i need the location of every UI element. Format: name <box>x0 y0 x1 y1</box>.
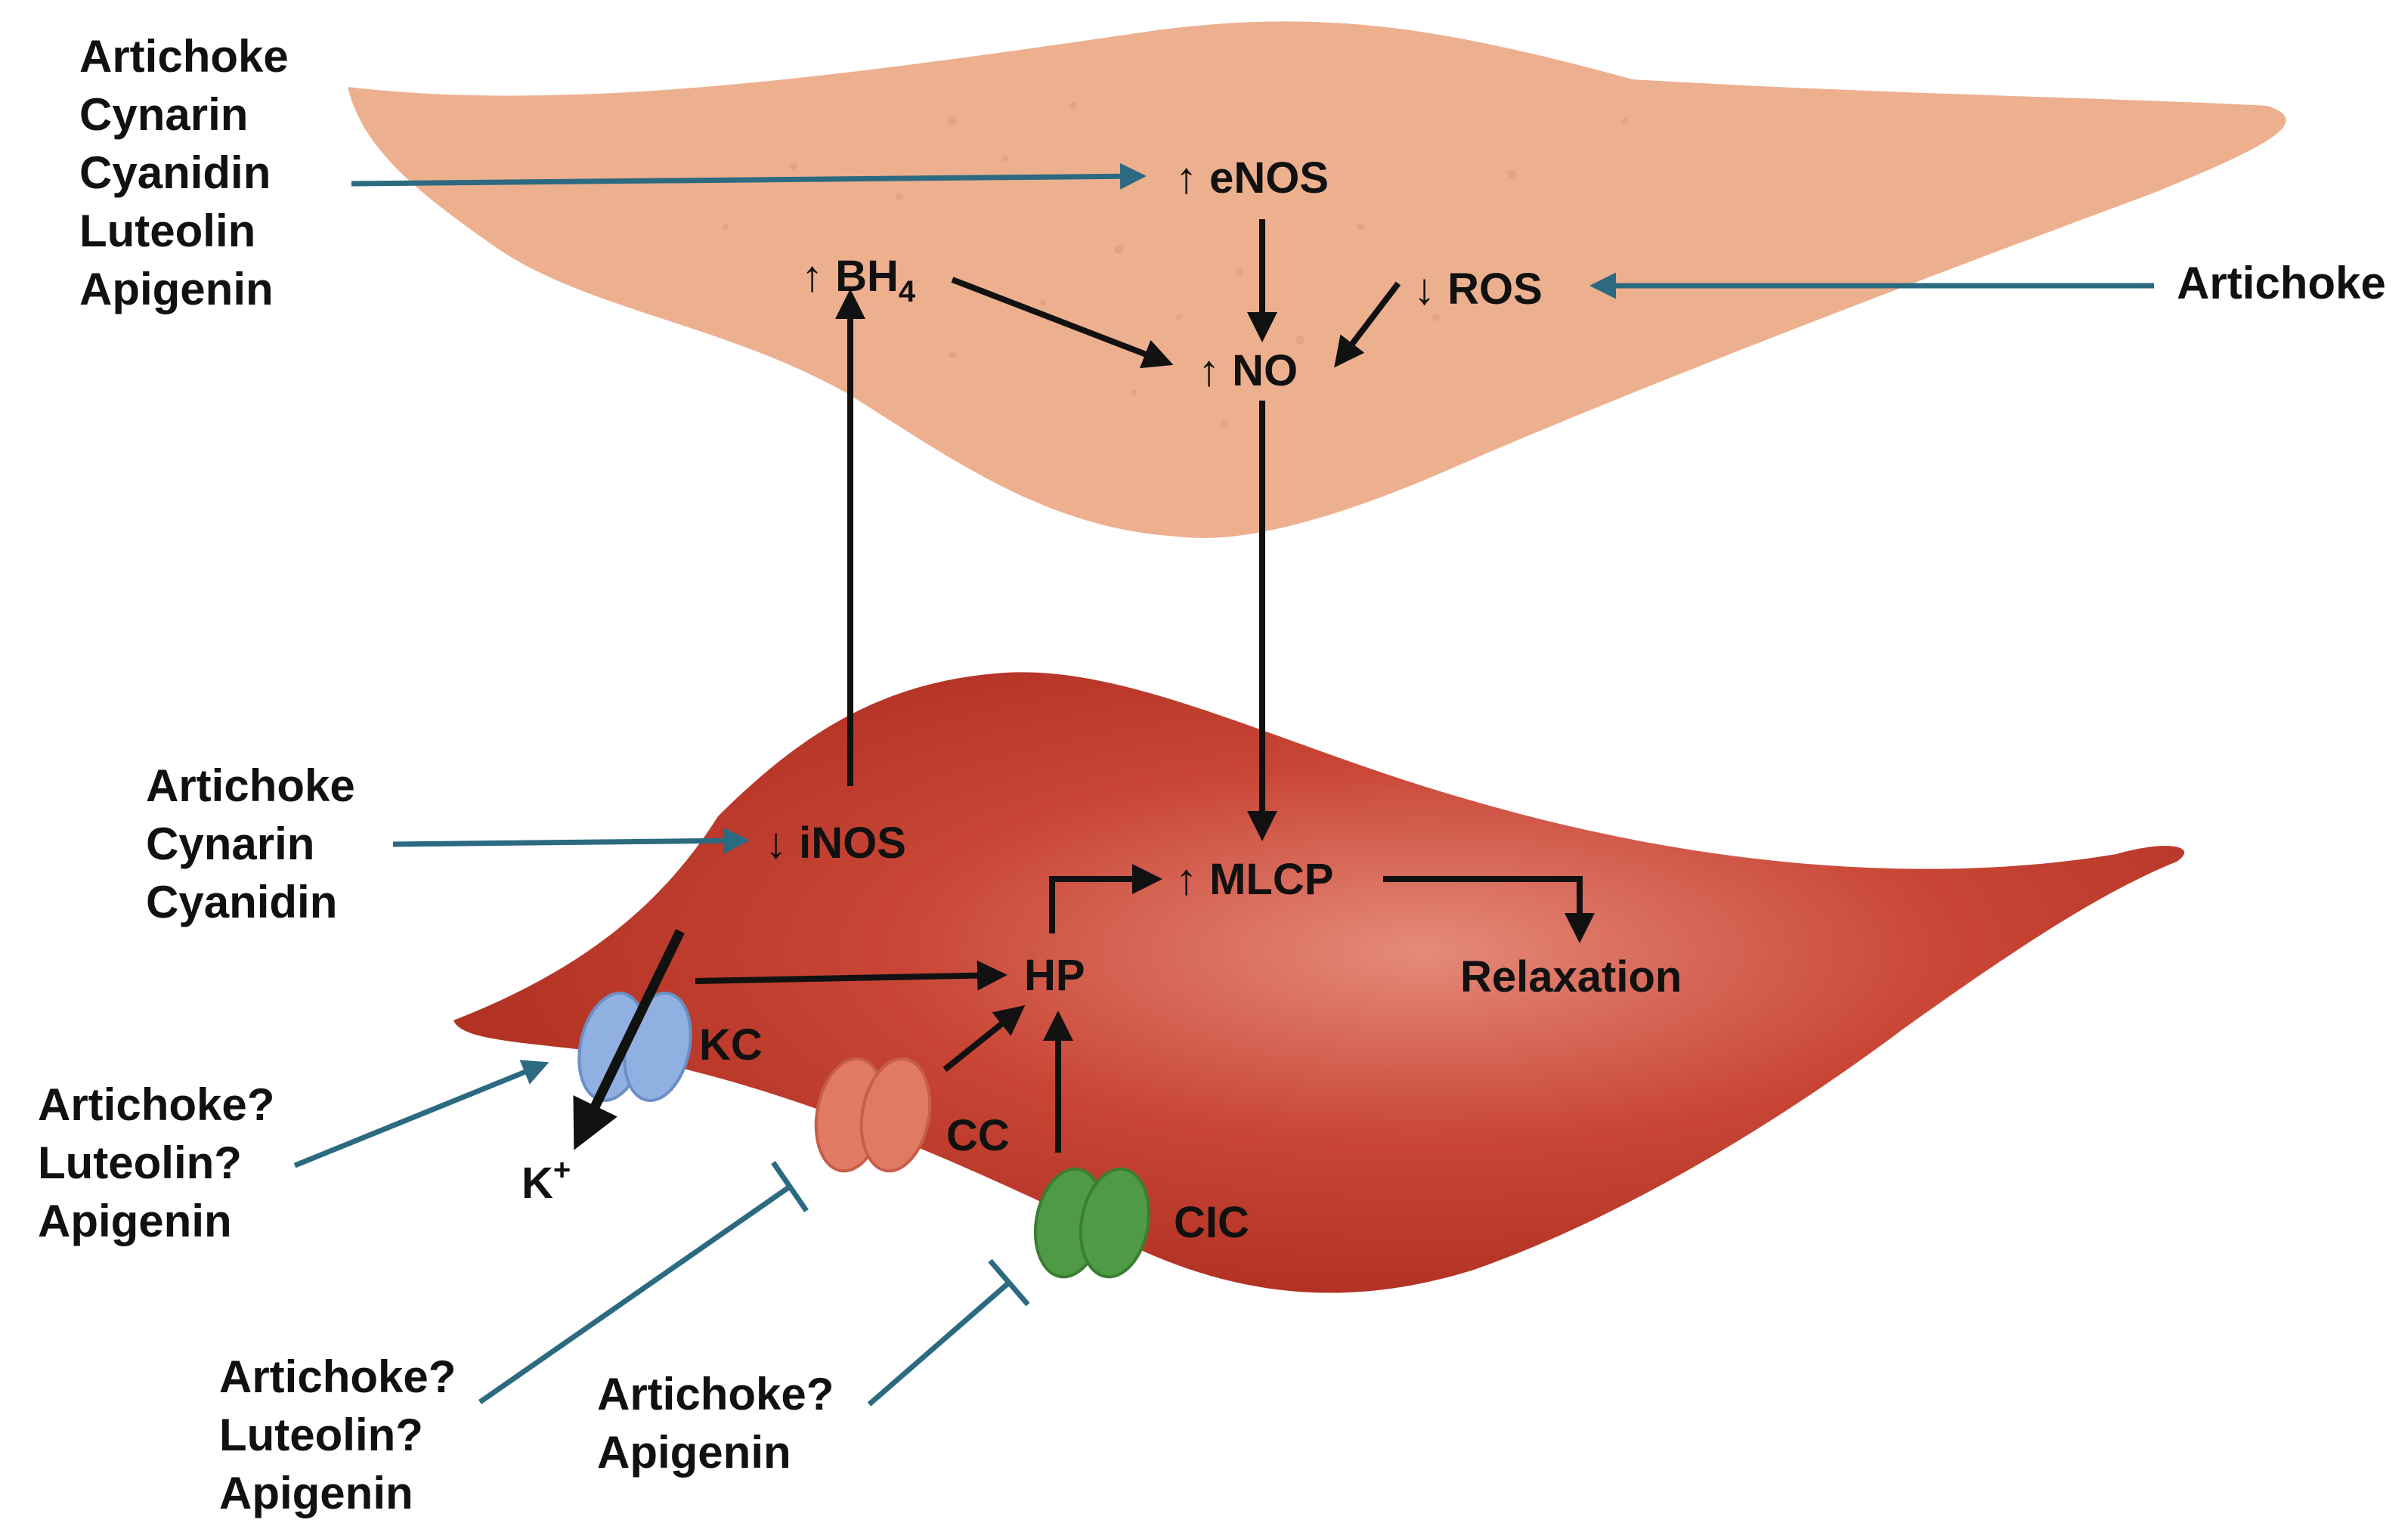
modulator-inhibit-cc-bar <box>771 1161 809 1212</box>
label-inos: ↓ iNOS <box>765 819 906 868</box>
smooth-muscle-cell <box>453 672 2185 1293</box>
arrow-k-efflux <box>573 929 685 1150</box>
arrow-mlcp-to-relaxation <box>1383 876 1595 943</box>
label-relaxation: Relaxation <box>1460 952 1682 1001</box>
modulator-cc-0: Artichoke? <box>219 1351 456 1402</box>
modulator-arrows <box>293 163 2154 1407</box>
label-bh4-subscript: 4 <box>899 275 916 308</box>
modulators-cc: Artichoke? Luteolin? Apigenin <box>219 1351 456 1518</box>
modulator-cic-1: Apigenin <box>597 1427 791 1478</box>
arrow-hp-to-mlcp <box>1049 864 1162 933</box>
modulator-kc-2: Apigenin <box>38 1196 232 1246</box>
modulator-arrow-inos <box>392 827 750 854</box>
modulator-inhibit-cic-bar <box>988 1258 1030 1307</box>
modulators-kc: Artichoke? Luteolin? Apigenin <box>38 1079 274 1246</box>
arrow-bh4-to-no <box>951 277 1174 369</box>
arrow-kc-to-hp <box>695 960 1007 991</box>
modulator-cc-2: Apigenin <box>219 1468 413 1518</box>
label-mlcp: ↑ MLCP <box>1175 855 1333 904</box>
endothelial-cell <box>348 21 2286 538</box>
modulator-enos-4: Apigenin <box>79 264 274 314</box>
modulator-enos-2: Cyanidin <box>79 147 271 198</box>
modulator-arrow-enos <box>351 163 1147 190</box>
modulators-enos: Artichoke Cynarin Cyanidin Luteolin Apig… <box>79 31 289 314</box>
label-enos: ↑ eNOS <box>1175 153 1329 203</box>
label-k-ion-charge: + <box>553 1153 571 1187</box>
label-cc: CC <box>946 1111 1010 1160</box>
ca-channel <box>814 1057 932 1173</box>
pathway-arrows <box>573 219 1595 1153</box>
modulators-ros: Artichoke <box>2177 258 2386 308</box>
modulator-kc-0: Artichoke? <box>38 1079 274 1130</box>
modulator-ros-0: Artichoke <box>2177 258 2386 308</box>
label-no: ↑ NO <box>1198 346 1298 395</box>
modulators-inos: Artichoke Cynarin Cyanidin <box>146 760 355 927</box>
modulator-inos-2: Cyanidin <box>146 877 337 927</box>
modulators-cic: Artichoke? Apigenin <box>597 1369 834 1478</box>
cl-channel <box>1033 1167 1151 1279</box>
modulator-inos-0: Artichoke <box>146 760 355 811</box>
modulator-inhibit-cc <box>478 1184 791 1404</box>
arrow-ros-to-no <box>1334 281 1401 368</box>
modulator-inos-1: Cynarin <box>146 819 314 869</box>
modulator-enos-1: Cynarin <box>79 89 248 140</box>
label-ros: ↓ ROS <box>1413 265 1543 314</box>
label-kc: KC <box>699 1020 763 1069</box>
modulator-cc-1: Luteolin? <box>219 1410 423 1460</box>
arrow-cc-to-hp <box>942 1005 1026 1073</box>
endothelial-texture <box>723 102 1628 427</box>
label-cic: CIC <box>1174 1198 1249 1247</box>
label-bh4: ↑ BH4 <box>801 252 916 308</box>
modulator-cic-0: Artichoke? <box>597 1369 834 1419</box>
modulator-arrow-kc <box>293 1060 549 1168</box>
modulator-enos-0: Artichoke <box>79 31 289 82</box>
label-hp: HP <box>1024 951 1085 1000</box>
modulator-inhibit-cic <box>867 1280 1011 1407</box>
modulator-enos-3: Luteolin <box>79 206 255 256</box>
modulator-kc-1: Luteolin? <box>38 1138 242 1188</box>
label-k-ion: K+ <box>522 1153 571 1208</box>
